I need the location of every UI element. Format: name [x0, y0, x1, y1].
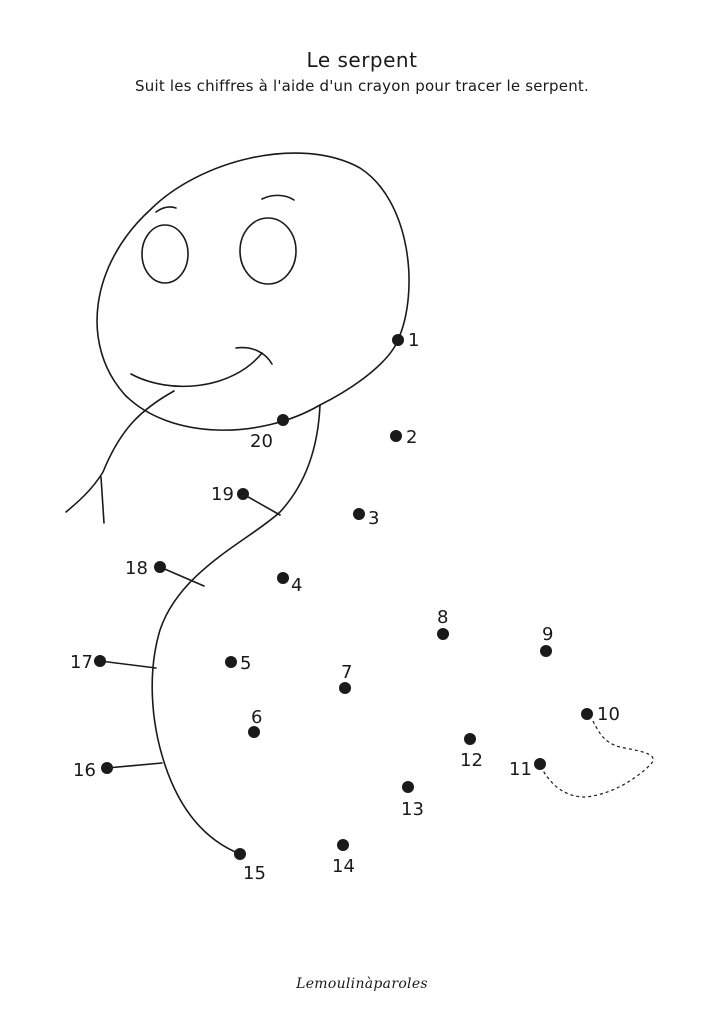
smile	[130, 352, 263, 388]
dot-14[interactable]	[337, 839, 349, 851]
dot-label-9: 9	[542, 624, 553, 645]
snake-head-outline	[96, 152, 410, 431]
dot-3[interactable]	[353, 508, 365, 520]
dot-18[interactable]	[154, 561, 166, 573]
dot-16[interactable]	[101, 762, 113, 774]
smile-corner	[235, 346, 273, 365]
dot-10[interactable]	[581, 708, 593, 720]
dot-label-13: 13	[401, 799, 424, 820]
dot-label-3: 3	[368, 508, 379, 529]
dot-1[interactable]	[392, 334, 404, 346]
dot-label-16: 16	[73, 760, 96, 781]
dot-label-10: 10	[597, 704, 620, 725]
dot-label-2: 2	[406, 427, 417, 448]
dot-label-14: 14	[332, 856, 355, 877]
spike-17	[99, 660, 157, 669]
dot-19[interactable]	[237, 488, 249, 500]
spike-19	[242, 493, 281, 516]
dot-label-12: 12	[460, 750, 483, 771]
dot-label-7: 7	[341, 662, 352, 683]
left-eyebrow	[155, 206, 177, 213]
dot-9[interactable]	[540, 645, 552, 657]
dot-12[interactable]	[464, 733, 476, 745]
dot-5[interactable]	[225, 656, 237, 668]
dot-7[interactable]	[339, 682, 351, 694]
dot-label-15: 15	[243, 863, 266, 884]
dot-2[interactable]	[390, 430, 402, 442]
dot-15[interactable]	[234, 848, 246, 860]
spike-16	[106, 762, 163, 769]
dot-20[interactable]	[277, 414, 289, 426]
dot-8[interactable]	[437, 628, 449, 640]
dot-17[interactable]	[94, 655, 106, 667]
worksheet-title: Le serpent	[306, 48, 418, 72]
dot-label-11: 11	[509, 759, 532, 780]
brand-signature: Lemoulinàparoles	[296, 976, 428, 992]
dot-label-5: 5	[240, 653, 251, 674]
dot-label-4: 4	[291, 575, 302, 596]
dot-6[interactable]	[248, 726, 260, 738]
dot-label-8: 8	[437, 607, 448, 628]
dot-label-20: 20	[250, 431, 273, 452]
worksheet-instruction: Suit les chiffres à l'aide d'un crayon p…	[135, 77, 589, 95]
right-eye	[239, 217, 297, 285]
neck-left	[65, 390, 175, 513]
neck-left-inner	[100, 476, 105, 524]
dot-label-17: 17	[70, 652, 93, 673]
dashed-tail	[539, 720, 654, 798]
dot-11[interactable]	[534, 758, 546, 770]
body-back	[151, 404, 321, 855]
dot-4[interactable]	[277, 572, 289, 584]
dot-label-6: 6	[251, 707, 262, 728]
spike-18	[159, 566, 205, 587]
right-eyebrow	[261, 194, 295, 201]
left-eye	[141, 224, 189, 284]
dot-label-19: 19	[211, 484, 234, 505]
dot-label-1: 1	[408, 330, 419, 351]
dot-13[interactable]	[402, 781, 414, 793]
dot-label-18: 18	[125, 558, 148, 579]
